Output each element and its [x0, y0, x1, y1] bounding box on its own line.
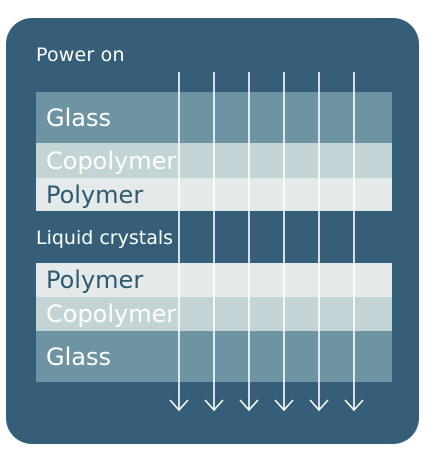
layer-label: Glass — [46, 342, 111, 371]
down-arrow-icon — [169, 72, 189, 412]
down-arrow-icon — [309, 72, 329, 412]
layer-label: Copolymer — [46, 146, 177, 175]
diagram-title: Power on — [36, 44, 125, 66]
layer-label: Glass — [46, 103, 111, 132]
layer-label: Copolymer — [46, 300, 177, 328]
layer-label: Polymer — [46, 266, 144, 294]
down-arrow-icon — [344, 72, 364, 412]
down-arrow-icon — [239, 72, 259, 412]
down-arrow-icon — [274, 72, 294, 412]
down-arrow-icon — [204, 72, 224, 412]
liquid-crystals-label: Liquid crystals — [36, 227, 174, 249]
layer-label: Polymer — [46, 180, 144, 209]
